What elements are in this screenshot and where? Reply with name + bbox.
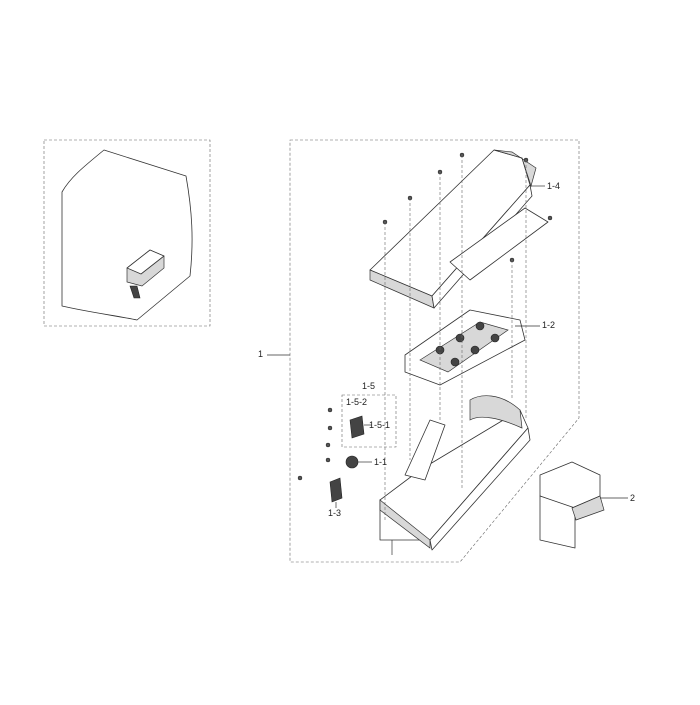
inset-view <box>43 139 211 327</box>
label-part-1-5-2: 1-5-2 <box>346 397 368 407</box>
part-1-heater-housing <box>379 395 531 555</box>
part-1-5-group <box>341 394 397 448</box>
part-1-3-fuse <box>329 477 343 508</box>
label-part-1: 1 <box>258 349 264 359</box>
label-part-2: 2 <box>630 493 636 503</box>
label-part-1-4: 1-4 <box>547 181 561 191</box>
label-part-1-3: 1-3 <box>328 508 342 518</box>
assembly-1-outline <box>289 139 580 563</box>
label-part-1-2: 1-2 <box>542 320 556 330</box>
part-2-bracket <box>539 461 628 549</box>
inset-heater-assembly <box>126 249 165 299</box>
assembly-frame <box>267 139 580 563</box>
label-part-1-5: 1-5 <box>362 381 376 391</box>
part-1-4-heater-cover <box>369 149 549 309</box>
assembly-axis-lines <box>384 155 527 520</box>
group-1-5-box <box>341 394 397 448</box>
label-part-1-1: 1-1 <box>374 457 388 467</box>
part-1-2-heater-plate <box>404 309 540 386</box>
inset-border <box>43 139 211 327</box>
part-1-1-thermistor <box>345 455 372 469</box>
inset-dryer-body <box>61 149 193 321</box>
label-part-1-5-1: 1-5-1 <box>369 420 391 430</box>
